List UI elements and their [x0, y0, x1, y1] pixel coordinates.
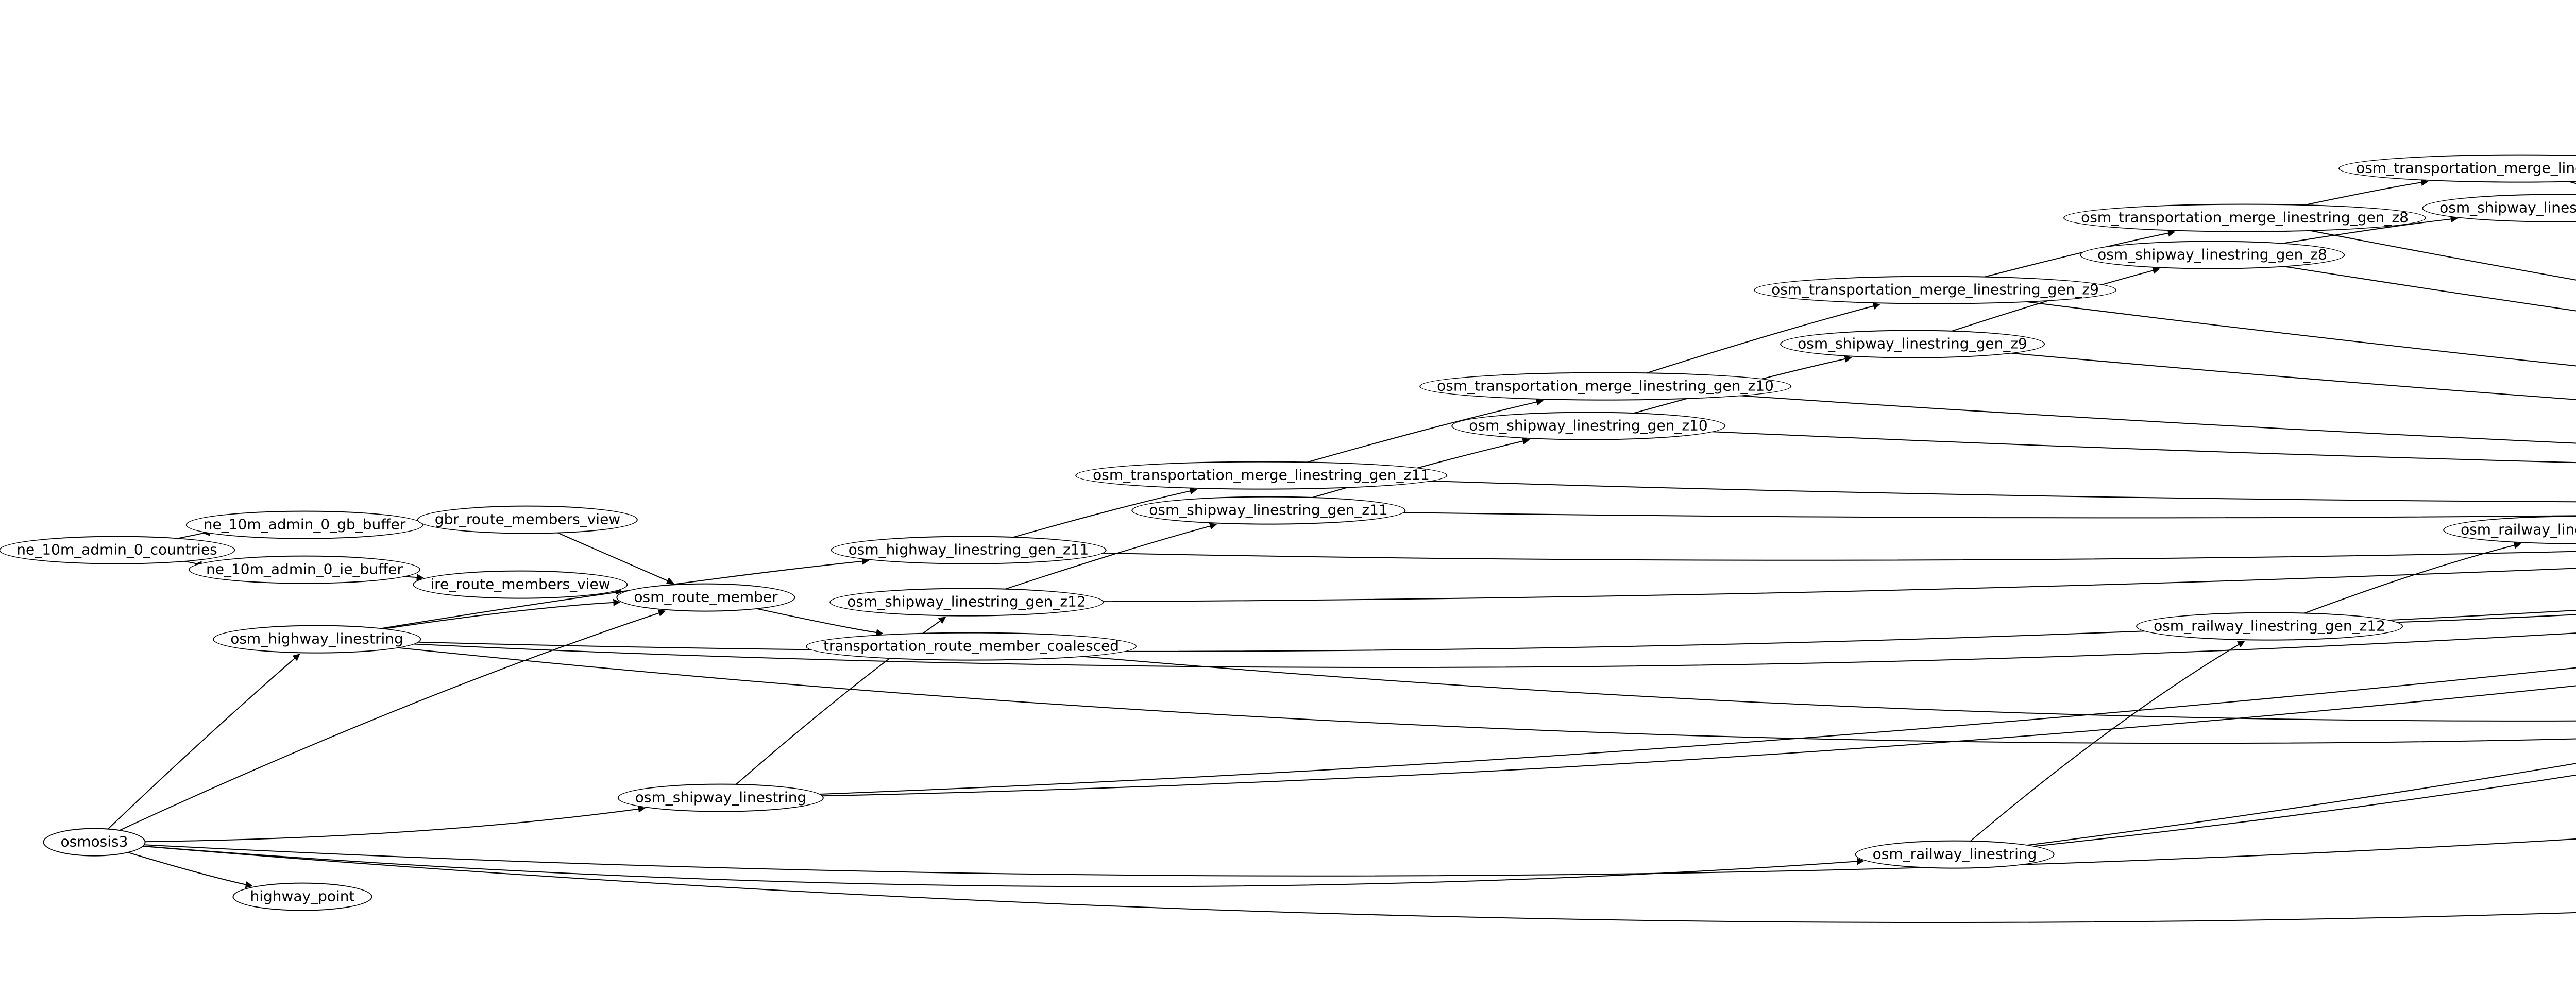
node-osm_highway_linestring_gen_z11: osm_highway_linestring_gen_z11: [831, 536, 1107, 564]
edge-osm_transportation_merge_linestring_gen_z9-to-layer_transportation.z9: [1935, 289, 2576, 367]
edge-osm_shipway_linestring_gen_z9-to-layer_transportation.z9: [1912, 344, 2576, 400]
node-osm_railway_linestring_gen_z12: osm_railway_linestring_gen_z12: [2136, 612, 2403, 641]
edge-osmosis3-to-osm_aerialway_linestring: [94, 838, 2576, 877]
node-ne_10m_admin_0_gb_buffer: ne_10m_admin_0_gb_buffer: [185, 510, 423, 539]
edge-osm_railway_linestring_gen_z12-to-layer_transportation.z12: [2269, 614, 2576, 627]
edge-osmosis3-to-osm_route_member: [94, 609, 666, 843]
edge-osm_highway_linestring-to-osm_transportation_name_network: [316, 639, 2576, 744]
edge-osm_highway_linestring-to-layer_transportation.z14+: [316, 632, 2576, 668]
node-osm_shipway_linestring_gen_z9: osm_shipway_linestring_gen_z9: [1780, 330, 2045, 358]
edge-osm_shipway_linestring_gen_z11-to-layer_transportation.z11: [1268, 510, 2576, 519]
edge-osm_railway_linestring_gen_z12-to-osm_railway_linestring_gen_z11: [2269, 542, 2521, 627]
node-osm_transportation_merge_linestring_gen_z8: osm_transportation_merge_linestring_gen_…: [2063, 203, 2426, 232]
edge-osm_shipway_linestring_gen_z7-to-layer_transportation.z7: [2554, 208, 2576, 214]
node-osm_route_member: osm_route_member: [616, 583, 795, 612]
node-ne_10m_admin_0_ie_buffer: ne_10m_admin_0_ie_buffer: [189, 555, 420, 584]
node-osm_shipway_linestring_gen_z7: osm_shipway_linestring_gen_z7: [2422, 194, 2576, 222]
node-highway_point: highway_point: [232, 882, 372, 911]
edge-osm_highway_linestring_gen_z11-to-layer_transportation.z12: [968, 550, 2576, 561]
node-osm_railway_linestring_gen_z11: osm_railway_linestring_gen_z11: [2443, 516, 2576, 544]
edge-osmosis3-to-osm_highway_polygon: [94, 842, 2576, 923]
edge-osm_railway_linestring-to-layer_transportation.z14+: [1954, 774, 2576, 855]
node-gbr_route_members_view: gbr_route_members_view: [417, 505, 638, 534]
node-osm_shipway_linestring: osm_shipway_linestring: [617, 783, 824, 812]
node-osm_shipway_linestring_gen_z12: osm_shipway_linestring_gen_z12: [829, 588, 1104, 617]
edge-osmosis3-to-osm_railway_linestring: [94, 842, 1865, 887]
node-osm_shipway_linestring_gen_z10: osm_shipway_linestring_gen_z10: [1451, 412, 1725, 440]
edge-osm_shipway_linestring-to-layer_transportation.z13: [720, 667, 2576, 798]
edge-osmosis3-to-osm_highway_linestring: [94, 654, 300, 843]
node-osm_railway_linestring: osm_railway_linestring: [1855, 840, 2055, 869]
node-osm_transportation_merge_linestring_gen_z9: osm_transportation_merge_linestring_gen_…: [1754, 276, 2116, 304]
node-transportation_route_member_coalesced: transportation_route_member_coalesced: [805, 632, 1137, 661]
node-osm_highway_linestring: osm_highway_linestring: [213, 625, 421, 654]
edge-osm_railway_linestring-to-osm_railway_linestring_gen_z12: [1954, 641, 2245, 855]
edge-osm_transportation_merge_linestring_gen_z11-to-layer_transportation.z11: [1261, 475, 2576, 503]
edge-osm_transportation_merge_linestring_gen_z10-to-layer_transportation.z10: [1605, 386, 2576, 444]
node-ne_10m_admin_0_countries: ne_10m_admin_0_countries: [0, 536, 235, 564]
edge-osm_shipway_linestring_gen_z8-to-layer_transportation.z8: [2212, 254, 2576, 312]
edge-osm_shipway_linestring_gen_z12-to-layer_transportation.z12: [966, 568, 2576, 603]
edge-osm_transportation_merge_linestring_gen_z10-to-osm_transportation_merge_linestring_gen_z9: [1605, 302, 1880, 387]
edge-osmosis3-to-osm_shipway_linestring: [94, 805, 646, 843]
node-osm_transportation_merge_linestring_gen_z10: osm_transportation_merge_linestring_gen_…: [1419, 372, 1791, 401]
edge-osm_shipway_linestring_gen_z10-to-layer_transportation.z10: [1588, 425, 2576, 464]
node-ire_route_members_view: ire_route_members_view: [413, 570, 628, 599]
node-osm_shipway_linestring_gen_z11: osm_shipway_linestring_gen_z11: [1131, 496, 1405, 525]
edge-osm_railway_linestring-to-layer_transportation.z13: [1954, 763, 2576, 855]
node-osmosis3: osmosis3: [43, 828, 146, 857]
edge-osm_shipway_linestring-to-layer_transportation.z14+: [720, 685, 2576, 798]
node-osm_shipway_linestring_gen_z8: osm_shipway_linestring_gen_z8: [2080, 241, 2345, 269]
edge-osm_transportation_merge_linestring_gen_z8-to-layer_transportation.z8: [2244, 217, 2576, 281]
node-osm_transportation_merge_linestring_gen_z11: osm_transportation_merge_linestring_gen_…: [1075, 461, 1447, 490]
edge-osm_highway_linestring-to-osm_highway_linestring_gen_z11: [316, 557, 870, 640]
